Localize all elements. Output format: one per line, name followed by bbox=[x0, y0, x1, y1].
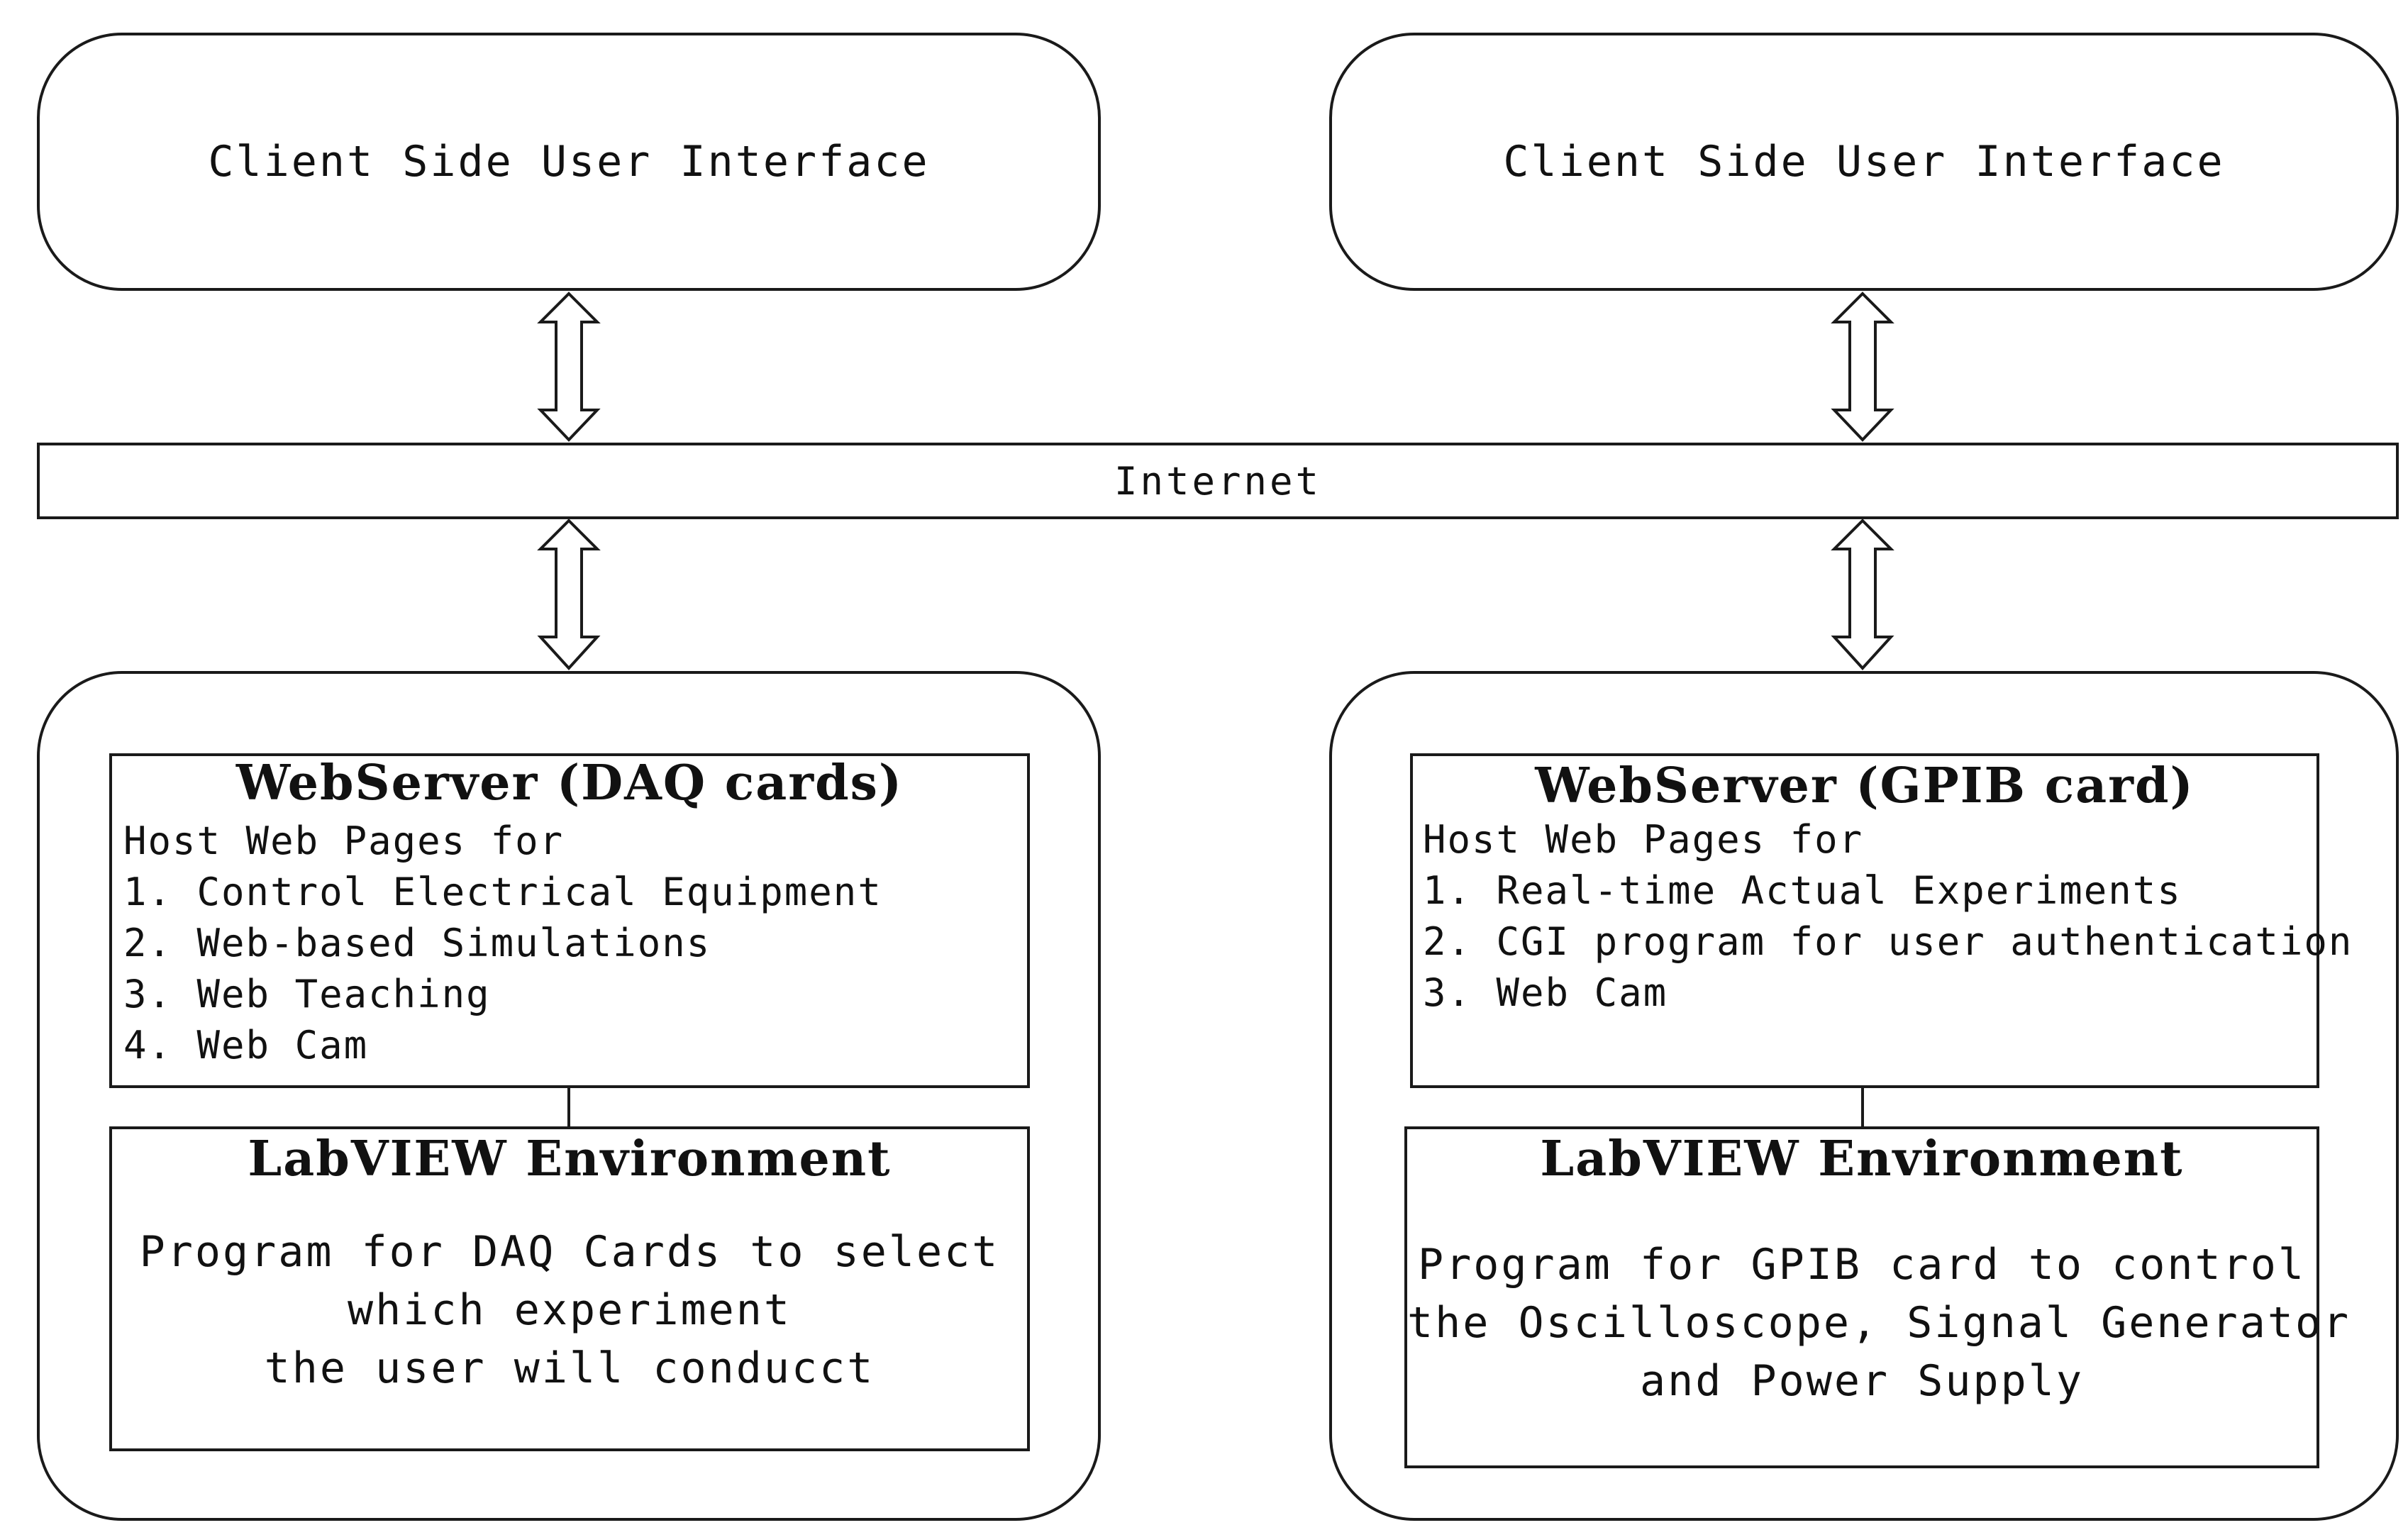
internet-bar: Internet bbox=[37, 443, 2399, 519]
labview-box-gpib: LabVIEW Environment Program for GPIB car… bbox=[1404, 1126, 2351, 1468]
host-list-daq: Host Web Pages for 1. Control Electrical… bbox=[123, 816, 882, 1071]
webserver-title-gpib: WebServer (GPIB card) bbox=[1535, 758, 2195, 814]
program-line: the Oscilloscope, Signal Generator bbox=[1407, 1298, 2351, 1348]
double-arrow-icon bbox=[1831, 292, 1894, 442]
host-line: 1. Control Electrical Equipment bbox=[123, 870, 882, 914]
connector-line-gpib bbox=[1861, 1088, 1864, 1128]
program-desc-daq: Program for DAQ Cards to select which ex… bbox=[112, 1223, 1027, 1397]
webserver-box-daq: WebServer (DAQ cards) Host Web Pages for… bbox=[109, 753, 1030, 1088]
program-desc-gpib: Program for GPIB card to control the Osc… bbox=[1407, 1236, 2351, 1410]
internet-label: Internet bbox=[1114, 458, 1322, 504]
client-ui-label-left: Client Side User Interface bbox=[208, 137, 930, 187]
double-arrow-icon bbox=[1831, 519, 1894, 670]
host-line: 3. Web Cam bbox=[1423, 970, 1668, 1015]
program-line: and Power Supply bbox=[1640, 1356, 2084, 1406]
labview-title-daq: LabVIEW Environment bbox=[248, 1131, 892, 1187]
host-line: Host Web Pages for bbox=[123, 819, 565, 863]
labview-title-gpib: LabVIEW Environment bbox=[1540, 1131, 2184, 1187]
connector-line-daq bbox=[567, 1088, 570, 1128]
host-line: 3. Web Teaching bbox=[123, 972, 491, 1016]
labview-box-daq: LabVIEW Environment Program for DAQ Card… bbox=[109, 1126, 1030, 1451]
host-line: 1. Real-time Actual Experiments bbox=[1423, 868, 2182, 913]
host-list-gpib: Host Web Pages for 1. Real-time Actual E… bbox=[1423, 814, 2353, 1019]
program-line: the user will conducct bbox=[264, 1343, 875, 1393]
program-line: which experiment bbox=[348, 1285, 792, 1335]
client-ui-box-left: Client Side User Interface bbox=[37, 33, 1101, 291]
host-line: 2. Web-based Simulations bbox=[123, 921, 711, 965]
webserver-box-gpib: WebServer (GPIB card) Host Web Pages for… bbox=[1410, 753, 2351, 1088]
program-line: Program for DAQ Cards to select bbox=[139, 1227, 1000, 1277]
client-ui-box-right: Client Side User Interface bbox=[1329, 33, 2399, 291]
webserver-title-daq: WebServer (DAQ cards) bbox=[235, 755, 904, 811]
program-line: Program for GPIB card to control bbox=[1418, 1240, 2306, 1290]
host-line: 2. CGI program for user authentication bbox=[1423, 919, 2353, 964]
host-line: 4. Web Cam bbox=[123, 1023, 369, 1068]
client-ui-label-right: Client Side User Interface bbox=[1503, 137, 2225, 187]
host-line: Host Web Pages for bbox=[1423, 817, 1864, 862]
double-arrow-icon bbox=[537, 292, 601, 442]
double-arrow-icon bbox=[537, 519, 601, 670]
